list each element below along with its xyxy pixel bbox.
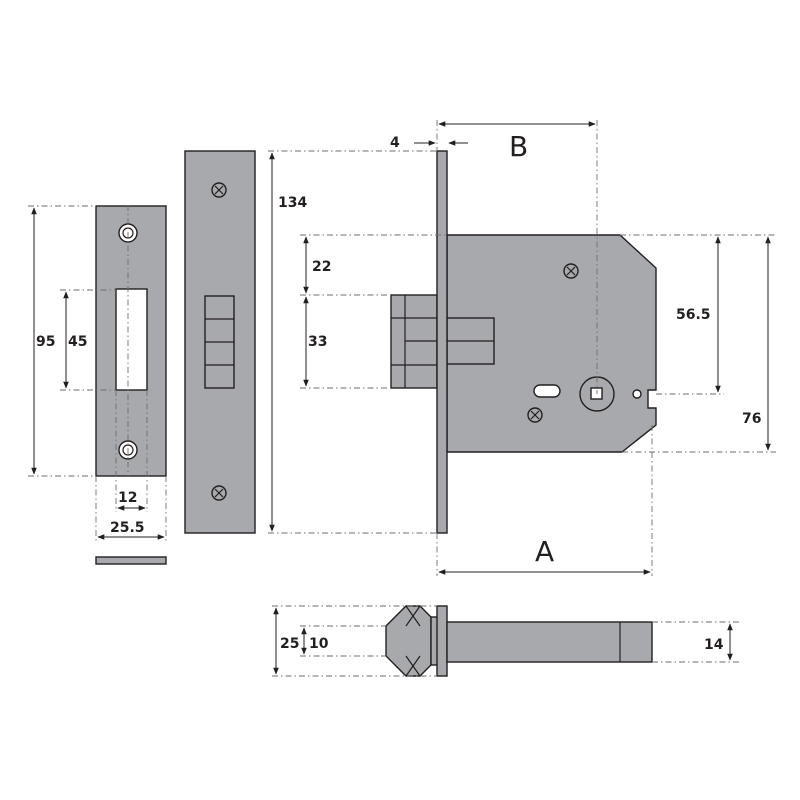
strike-plate [95, 205, 167, 565]
case-screw-bottom [527, 407, 543, 423]
strike-dimensions: 95 45 12 25.5 [28, 205, 167, 542]
dim-bolt-head-inner: 10 [309, 636, 329, 652]
spindle-square [590, 387, 603, 400]
lock-forend-edge [436, 150, 448, 534]
dim-backset: B [509, 130, 528, 163]
dim-forend-thickness: 4 [390, 135, 400, 151]
dim-case-height: 76 [742, 411, 761, 427]
dim-case-depth: A [535, 535, 554, 568]
dim-bolt-height: 33 [308, 334, 327, 350]
forend-screw-bottom [211, 485, 227, 501]
bolt-body [446, 621, 653, 663]
dim-bolt-tail-height: 14 [704, 637, 724, 653]
case-notch [632, 389, 642, 399]
dim-strike-width: 25.5 [110, 520, 145, 536]
strike-plate-edge-view [95, 556, 167, 565]
dim-forend-height: 134 [278, 195, 307, 211]
forend-height-dimension: 134 [268, 150, 437, 534]
bolt-top-dimensions: 25 10 14 [272, 605, 740, 677]
forend-screw-top [211, 182, 227, 198]
strike-slot [115, 288, 148, 391]
lock-dimensions: 22 33 4 B A 56.5 76 [300, 120, 776, 576]
dim-bolt-upper-offset: 22 [312, 259, 331, 275]
dim-spindle-offset: 56.5 [676, 307, 711, 323]
dim-strike-slot-width: 12 [118, 490, 137, 506]
bolt-tip [385, 605, 432, 677]
lock-body [390, 150, 657, 534]
bolt-forend [436, 605, 448, 677]
bolt-top-view [385, 605, 653, 677]
forend-bolt-window [204, 295, 235, 389]
forend-plate [184, 150, 256, 534]
dim-strike-height: 95 [36, 334, 55, 350]
dim-bolt-head-height: 25 [280, 636, 299, 652]
dim-strike-slot-height: 45 [68, 334, 87, 350]
case-screw-top [563, 263, 579, 279]
lever-slot [533, 384, 561, 398]
